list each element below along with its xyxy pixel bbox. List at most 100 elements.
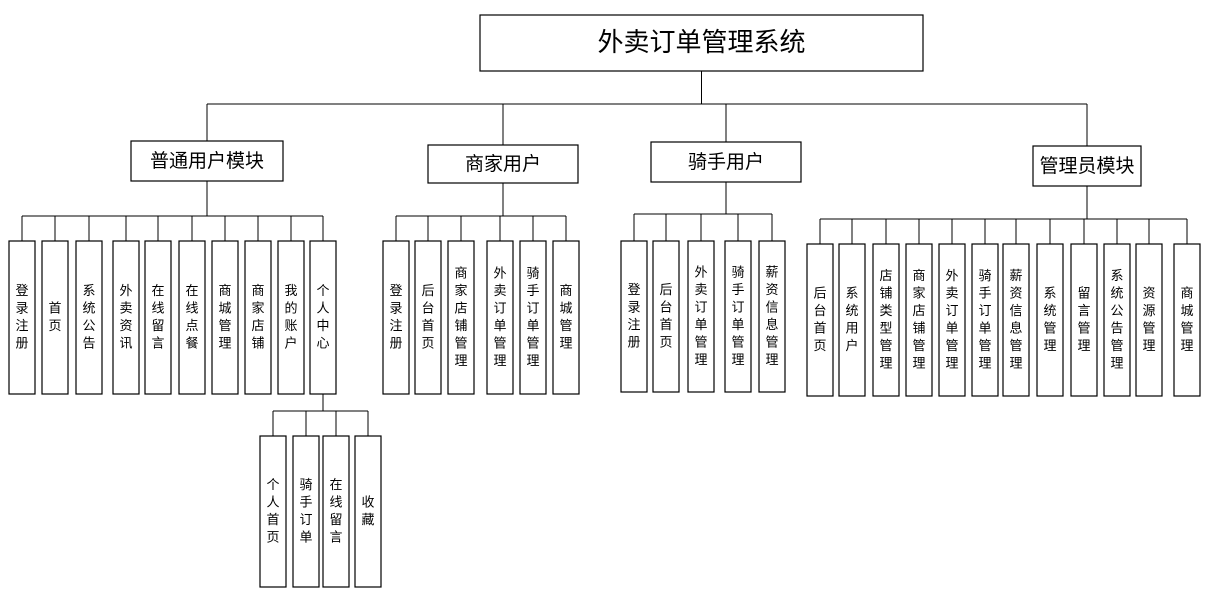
- leaf-rider-4-label: 薪资信息管理: [765, 265, 778, 368]
- leaf-user-8-label: 我的账户: [284, 284, 297, 352]
- leaf-admin-1-label: 系统用户: [845, 286, 858, 354]
- leaf-admin-2-frame: [872, 243, 900, 397]
- leaf-user-1: 首页: [41, 240, 69, 395]
- leaf-merchant-5-frame: [552, 240, 580, 395]
- leaf-admin-11-label: 商城管理: [1180, 286, 1193, 354]
- module-rider-label: 骑手用户: [688, 151, 764, 173]
- leaf-personal-0-frame: [259, 435, 287, 588]
- leaf-admin-9: 系统公告管理: [1103, 243, 1131, 397]
- leaf-rider-2-label: 外卖订单管理: [694, 265, 707, 368]
- leaf-admin-6-frame: [1002, 243, 1030, 397]
- leaf-user-4-frame: [144, 240, 172, 395]
- leaf-admin-8-frame: [1070, 243, 1098, 397]
- leaf-user-5-frame: [178, 240, 206, 395]
- leaf-merchant-0-frame: [382, 240, 410, 395]
- connector-lines: [21, 71, 1188, 436]
- leaf-rider-0-label: 登录注册: [627, 283, 640, 351]
- leaf-admin-4: 外卖订单管理: [938, 243, 966, 397]
- leaf-personal-1-label: 骑手订单: [299, 478, 312, 546]
- leaf-admin-10-label: 资源管理: [1142, 286, 1155, 354]
- leaf-merchant-1: 后台首页: [414, 240, 442, 395]
- leaf-merchant-4-frame: [519, 240, 547, 395]
- leaf-rider-2: 外卖订单管理: [687, 240, 715, 393]
- leaf-rider-1-frame: [652, 240, 680, 393]
- leaf-merchant-4: 骑手订单管理: [519, 240, 547, 395]
- leaf-merchant-5-label: 商城管理: [559, 284, 572, 352]
- leaf-user-4-label: 在线留言: [151, 284, 164, 352]
- leaf-admin-4-frame: [938, 243, 966, 397]
- leaf-merchant-3-label: 外卖订单管理: [493, 266, 506, 369]
- leaf-personal-0: 个人首页: [259, 435, 287, 588]
- leaf-admin-9-frame: [1103, 243, 1131, 397]
- leaf-admin-7: 系统管理: [1036, 243, 1064, 397]
- leaf-admin-6: 薪资信息管理: [1002, 243, 1030, 397]
- leaf-rider-4: 薪资信息管理: [758, 240, 786, 393]
- leaf-admin-10-frame: [1135, 243, 1163, 397]
- leaf-rider-0-frame: [620, 240, 648, 393]
- module-rider: 骑手用户: [650, 141, 802, 183]
- module-merchant-frame: [427, 144, 579, 184]
- module-user: 普通用户模块: [130, 140, 284, 182]
- leaf-user-1-frame: [41, 240, 69, 395]
- leaf-merchant-3: 外卖订单管理: [486, 240, 514, 395]
- module-merchant-label: 商家用户: [465, 153, 541, 175]
- module-merchant: 商家用户: [427, 144, 579, 184]
- leaf-personal-1: 骑手订单: [292, 435, 320, 588]
- leaf-user-0-frame: [8, 240, 36, 395]
- leaf-admin-1-frame: [838, 243, 866, 397]
- leaf-user-9-frame: [309, 240, 337, 395]
- leaf-rider-4-frame: [758, 240, 786, 393]
- leaf-personal-3: 收藏: [354, 435, 382, 588]
- leaf-admin-8: 留言管理: [1070, 243, 1098, 397]
- leaf-merchant-0-label: 登录注册: [389, 284, 402, 352]
- leaf-admin-11-frame: [1173, 243, 1201, 397]
- leaf-admin-2-label: 店铺类型管理: [879, 269, 892, 372]
- leaf-rider-2-frame: [687, 240, 715, 393]
- leaf-merchant-2-label: 商家店铺管理: [454, 266, 467, 369]
- leaf-admin-3-label: 商家店铺管理: [912, 269, 925, 372]
- leaf-user-7-label: 商家店铺: [251, 284, 264, 352]
- leaf-personal-3-label: 收藏: [361, 495, 374, 528]
- leaf-user-2-label: 系统公告: [82, 284, 95, 352]
- leaf-admin-4-label: 外卖订单管理: [945, 269, 958, 372]
- leaf-merchant-0: 登录注册: [382, 240, 410, 395]
- leaf-admin-9-label: 系统公告管理: [1110, 269, 1123, 372]
- leaf-admin-0-label: 后台首页: [813, 286, 826, 354]
- leaf-rider-0: 登录注册: [620, 240, 648, 393]
- leaf-admin-1: 系统用户: [838, 243, 866, 397]
- leaf-merchant-1-label: 后台首页: [421, 284, 434, 352]
- leaf-rider-1-label: 后台首页: [659, 283, 672, 351]
- leaf-admin-11: 商城管理: [1173, 243, 1201, 397]
- leaf-rider-3-label: 骑手订单管理: [731, 265, 744, 368]
- leaf-user-5: 在线点餐: [178, 240, 206, 395]
- leaf-user-4: 在线留言: [144, 240, 172, 395]
- leaf-user-8-frame: [277, 240, 305, 395]
- leaf-merchant-2-frame: [447, 240, 475, 395]
- leaf-personal-3-frame: [354, 435, 382, 588]
- leaf-rider-3: 骑手订单管理: [724, 240, 752, 393]
- leaf-user-3: 外卖资讯: [112, 240, 140, 395]
- leaf-user-9: 个人中心: [309, 240, 337, 395]
- leaf-rider-1: 后台首页: [652, 240, 680, 393]
- leaf-user-3-label: 外卖资讯: [119, 284, 132, 352]
- leaf-merchant-4-label: 骑手订单管理: [526, 266, 539, 369]
- leaf-user-9-label: 个人中心: [316, 284, 329, 352]
- leaf-admin-5: 骑手订单管理: [971, 243, 999, 397]
- leaf-personal-2: 在线留言: [322, 435, 350, 588]
- leaf-personal-2-frame: [322, 435, 350, 588]
- leaf-merchant-2: 商家店铺管理: [447, 240, 475, 395]
- leaf-admin-2: 店铺类型管理: [872, 243, 900, 397]
- leaf-personal-2-label: 在线留言: [329, 478, 342, 546]
- module-user-frame: [130, 140, 284, 182]
- leaf-user-8: 我的账户: [277, 240, 305, 395]
- leaf-merchant-3-frame: [486, 240, 514, 395]
- leaf-admin-7-label: 系统管理: [1043, 286, 1056, 354]
- leaf-admin-10: 资源管理: [1135, 243, 1163, 397]
- leaf-user-0: 登录注册: [8, 240, 36, 395]
- leaf-merchant-1-frame: [414, 240, 442, 395]
- root-node-label: 外卖订单管理系统: [597, 28, 805, 58]
- leaf-user-3-frame: [112, 240, 140, 395]
- leaf-user-7-frame: [244, 240, 272, 395]
- diagram-nodes: 外卖订单管理系统普通用户模块登录注册首页系统公告外卖资讯在线留言在线点餐商城管理…: [8, 14, 1201, 588]
